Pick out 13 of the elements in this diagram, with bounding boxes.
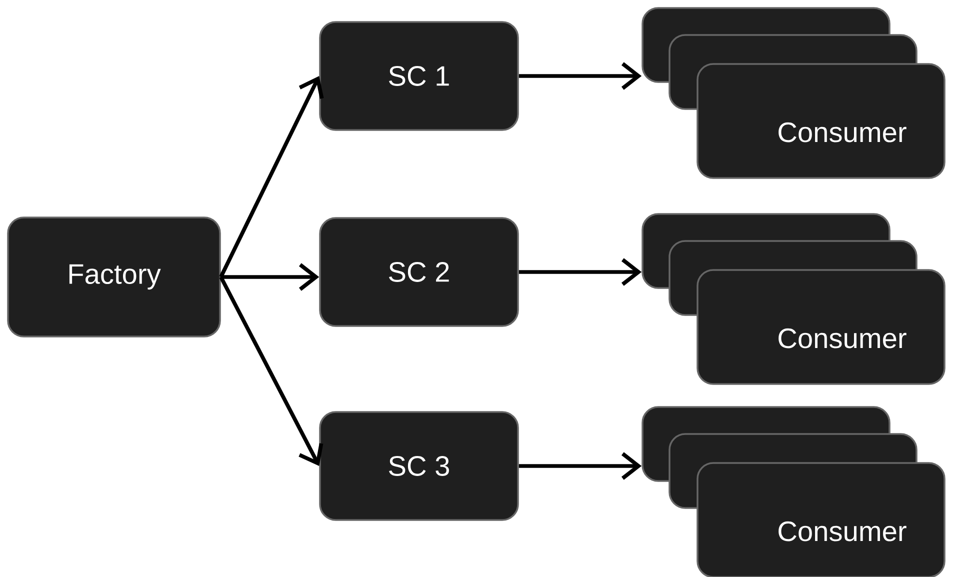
arrow — [220, 263, 320, 291]
arrow — [518, 62, 642, 90]
process-box: Factory — [7, 216, 221, 338]
process-box: SC 1 — [319, 21, 519, 131]
arrow — [518, 258, 642, 286]
process-box: Consumer — [696, 63, 946, 179]
process-box: Consumer — [696, 462, 946, 577]
arrow — [219, 76, 324, 278]
process-box: SC 2 — [319, 217, 519, 327]
arrow — [518, 452, 642, 480]
process-box: SC 3 — [319, 411, 519, 521]
process-box: Consumer — [696, 269, 946, 385]
arrow — [219, 276, 324, 466]
